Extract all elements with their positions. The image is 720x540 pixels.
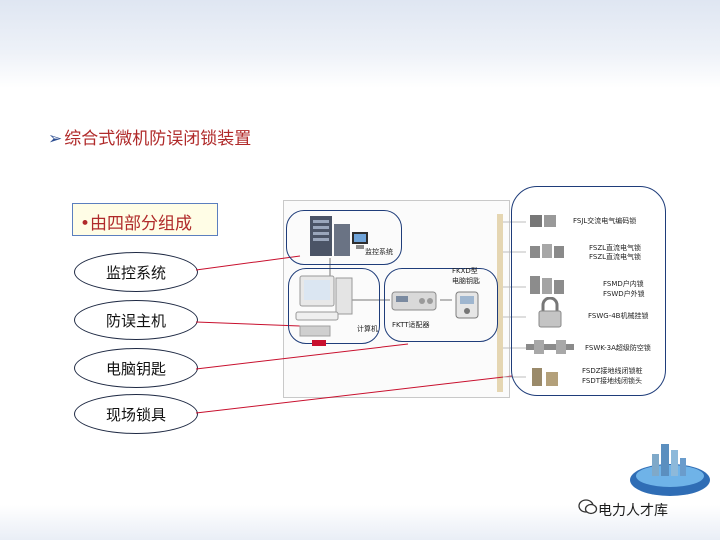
desktop-computer-icon <box>292 272 372 352</box>
brand-text: 电力人才库 <box>598 500 668 520</box>
key-label-2: 电脑钥匙 <box>452 276 480 286</box>
ac-code-lock-icon <box>528 209 562 233</box>
lock-label-6b: FSDT接地线闭锁头 <box>582 376 642 386</box>
monitor-label: 监控系统 <box>365 247 393 257</box>
computer-key-icon <box>452 288 484 320</box>
computer-label: 计算机 <box>357 324 378 334</box>
anti-theft-lock-icon <box>524 336 584 358</box>
lock-label-2b: FSZL直流电气锁 <box>589 252 641 262</box>
key-label-1: FKXD型 <box>452 266 478 276</box>
lock-label-3b: FSWD户外锁 <box>603 289 645 299</box>
lock-label-4: FSWG-4B机械挂锁 <box>588 311 648 321</box>
wechat-icon <box>578 498 598 516</box>
connector-host <box>196 322 300 326</box>
adapter-label: FKTT适配器 <box>392 320 430 330</box>
adapter-device-icon <box>390 286 440 316</box>
ground-lock-icon <box>528 364 564 390</box>
lock-label-5: FSWK-3A超级防空锁 <box>585 343 651 353</box>
door-lock-icon <box>528 272 568 298</box>
lock-label-1: FSJL交流电气编码锁 <box>573 216 636 226</box>
connector-locks <box>196 376 512 413</box>
lock-label-3a: FSMD户内锁 <box>603 279 644 289</box>
dc-lock-icon <box>528 240 568 264</box>
lock-label-6a: FSDZ接地线闭锁桩 <box>582 366 643 376</box>
connector-monitoring <box>196 256 300 270</box>
padlock-icon <box>535 297 565 329</box>
city-globe-icon <box>628 438 712 498</box>
